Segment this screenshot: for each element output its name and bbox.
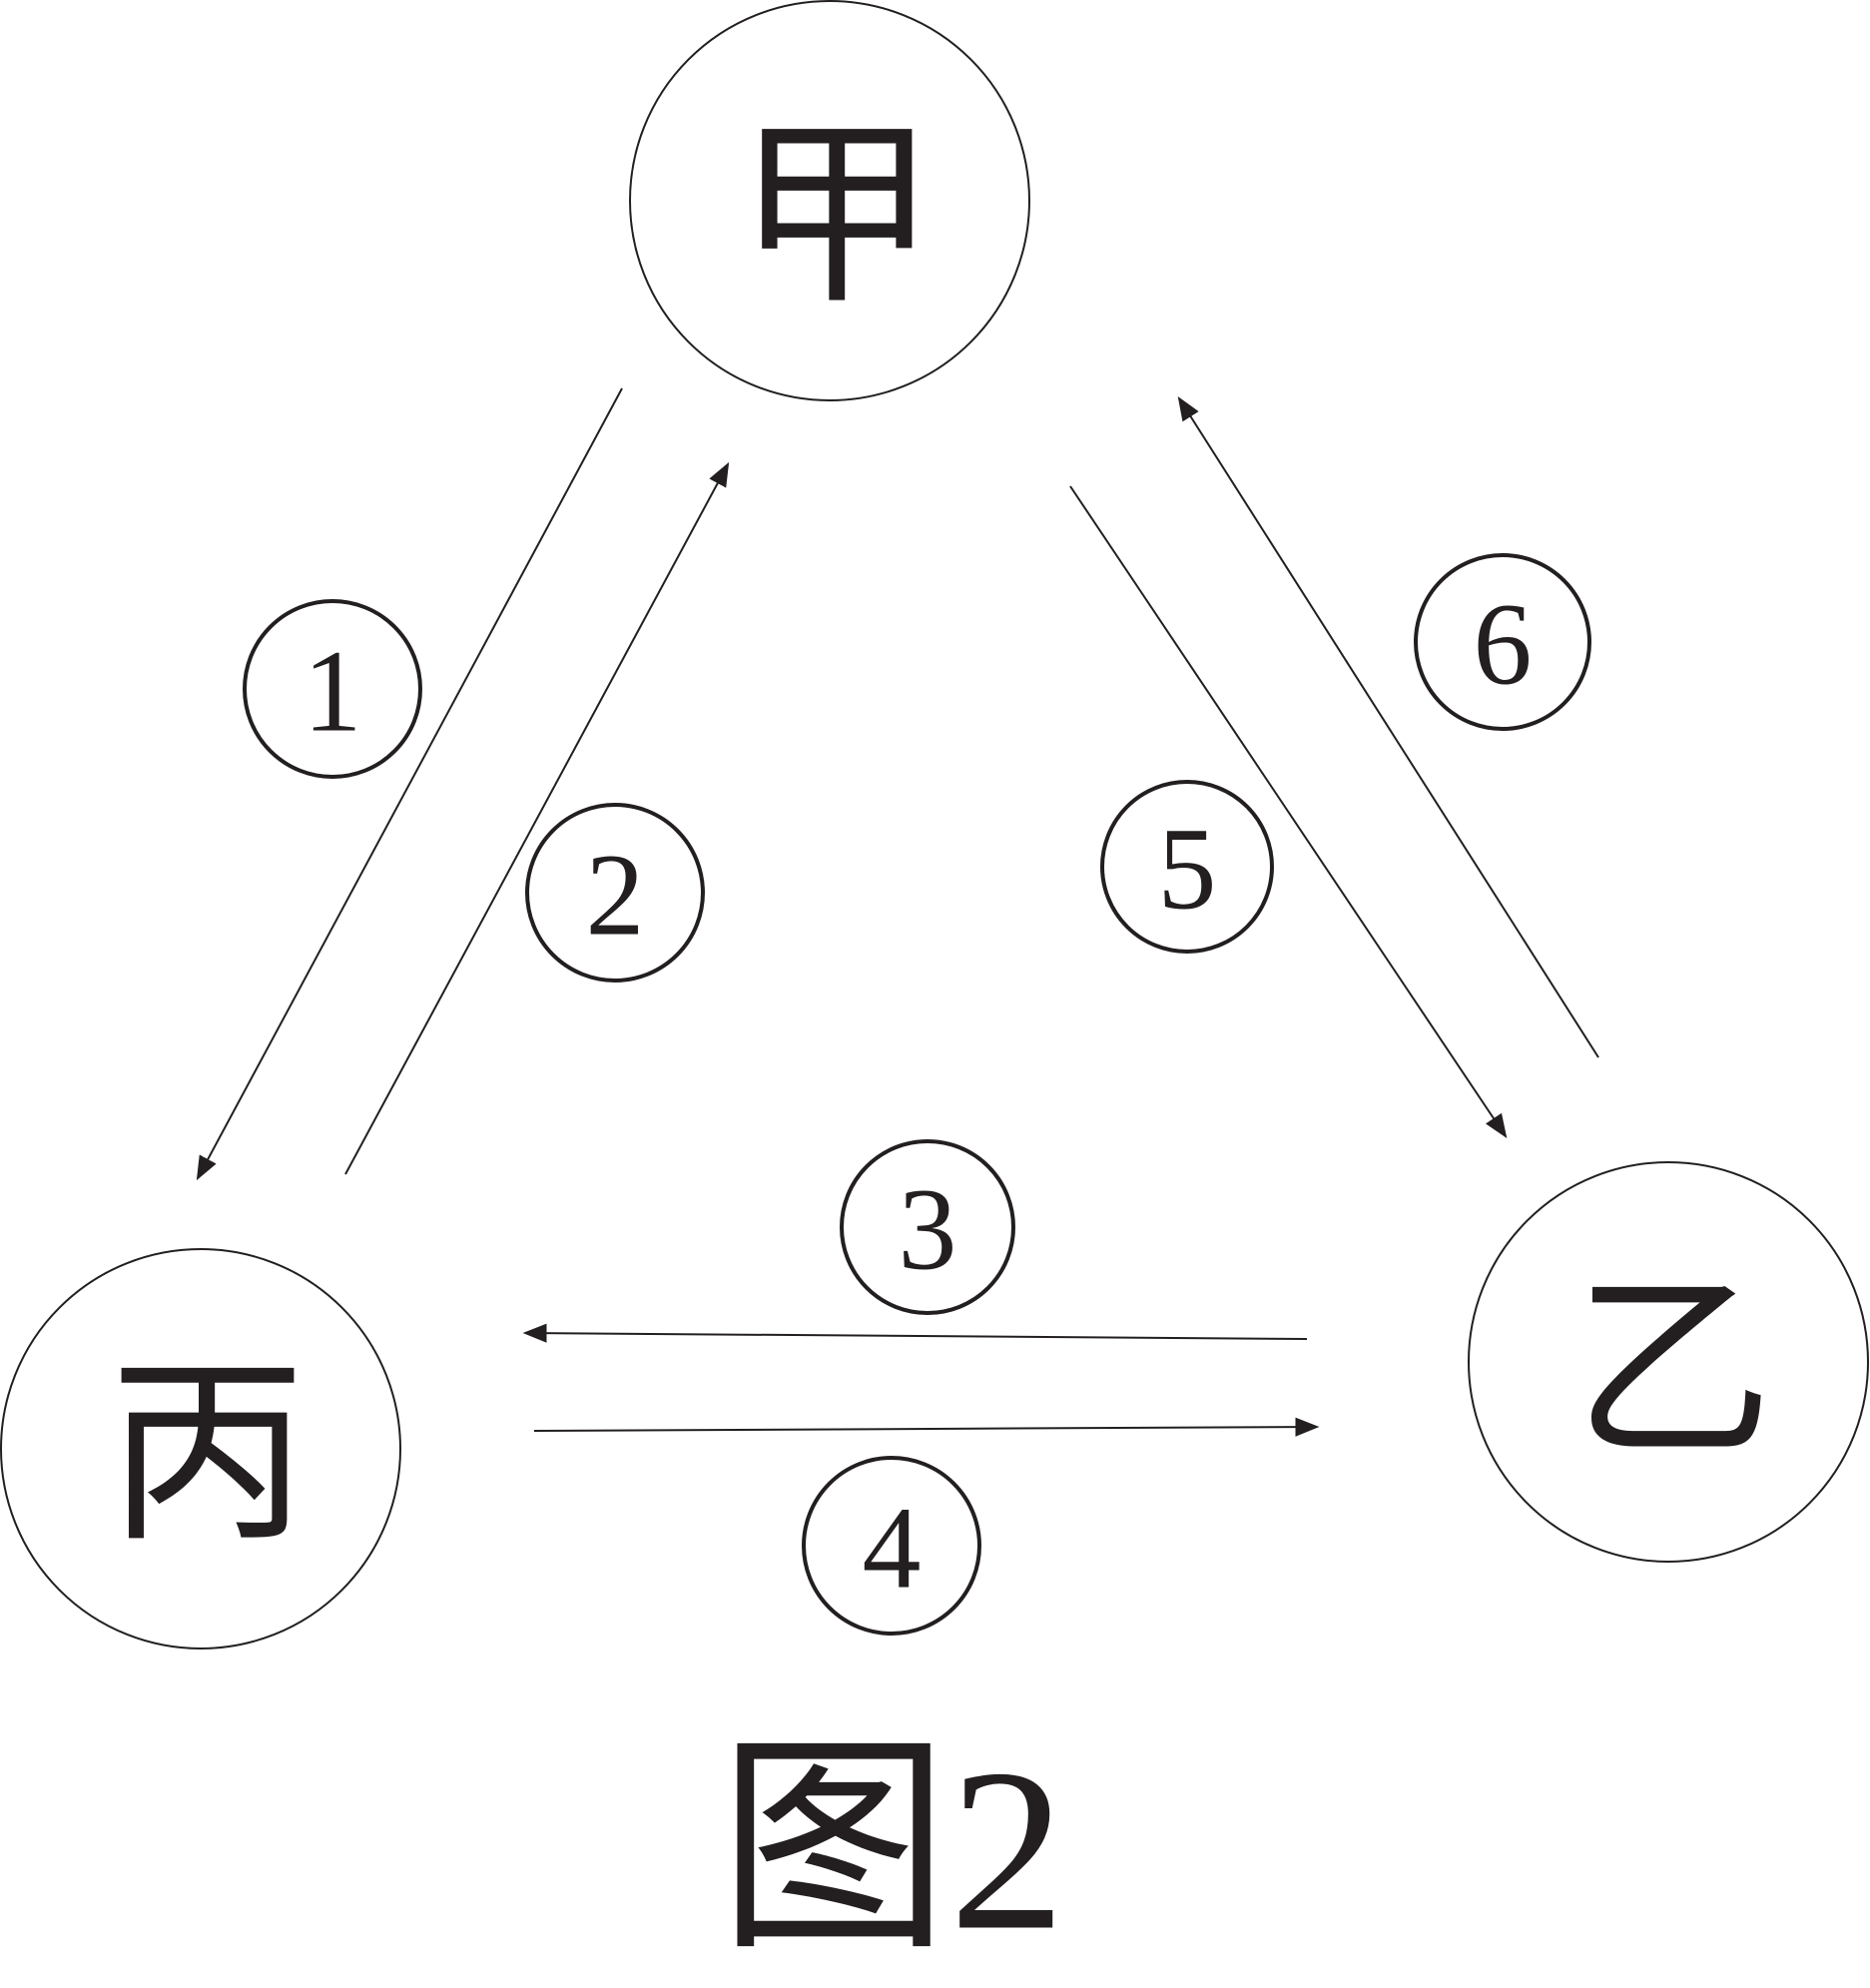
edge-3: 3: [522, 1139, 1308, 1343]
node-bing: 丙: [0, 1248, 401, 1650]
edge-5-badge: [1100, 780, 1274, 954]
edge-4-number: 4: [863, 1483, 922, 1614]
edge-3-badge: [840, 1139, 1015, 1315]
edge-4: 4: [533, 1417, 1320, 1636]
edge-4-badge: [802, 1456, 981, 1636]
node-jia-circle: [629, 0, 1030, 401]
node-bing-circle: [0, 1248, 401, 1650]
node-yi-label: 乙: [1573, 1254, 1773, 1487]
edge-1-badge: [243, 599, 422, 779]
node-jia: 甲: [629, 0, 1030, 401]
edge-2-arrow: [344, 461, 730, 1175]
edge-3-number: 3: [899, 1164, 957, 1295]
edge-2-badge: [525, 803, 705, 983]
node-yi-circle: [1468, 1161, 1869, 1563]
edge-5-arrow: [1069, 485, 1508, 1138]
edge-2-number: 2: [586, 830, 645, 961]
edge-4-arrow: [533, 1417, 1320, 1437]
edge-1-number: 1: [304, 626, 362, 757]
edge-6: 6: [1177, 395, 1599, 1058]
edge-2: 2: [344, 461, 730, 1175]
edge-5-number: 5: [1158, 804, 1217, 935]
edge-1: 1: [196, 387, 623, 1181]
edge-3-arrow: [522, 1323, 1308, 1343]
edge-6-badge: [1414, 553, 1591, 731]
edge-6-number: 6: [1474, 579, 1533, 710]
edge-1-arrow: [196, 387, 623, 1181]
figure-caption: 图2: [718, 1722, 1065, 1979]
edge-5: 5: [1069, 485, 1508, 1138]
node-bing-label: 丙: [108, 1338, 308, 1571]
edge-6-arrow: [1177, 395, 1599, 1058]
node-jia-label: 甲: [737, 100, 936, 332]
node-yi: 乙: [1468, 1161, 1869, 1563]
